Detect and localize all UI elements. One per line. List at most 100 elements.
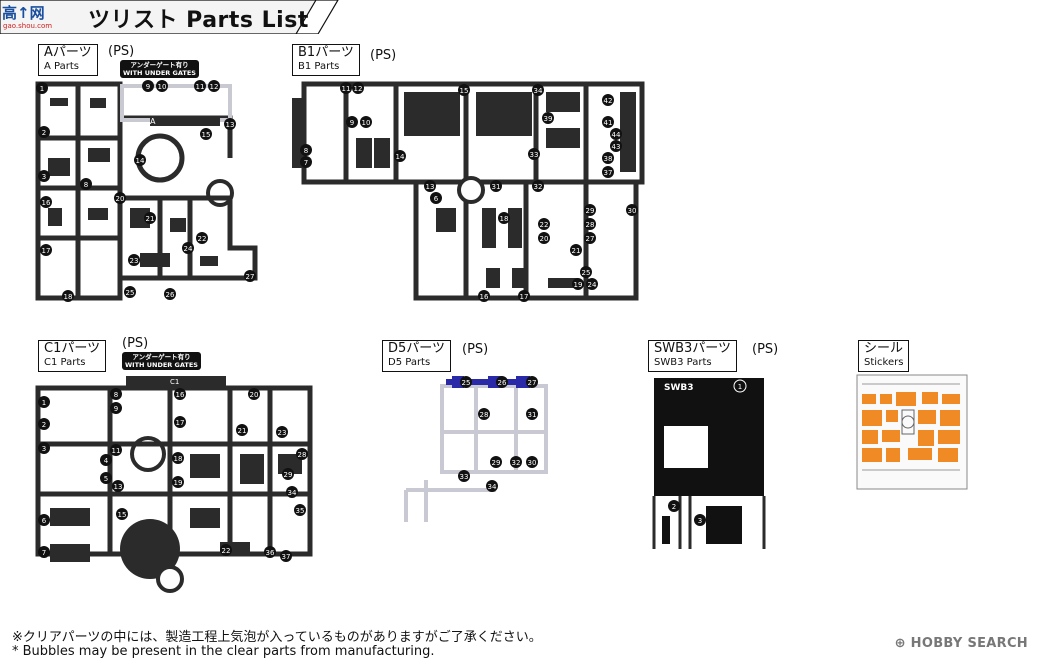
- svg-text:10: 10: [158, 83, 167, 91]
- stickers-en: Stickers: [864, 357, 904, 368]
- svg-text:18: 18: [174, 455, 183, 463]
- sprue-a-gate-ring: [206, 179, 234, 207]
- svg-text:7: 7: [304, 159, 308, 167]
- svg-text:14: 14: [396, 153, 405, 161]
- sprue-swb3-runner-letter: SWB3: [664, 383, 694, 393]
- svg-text:26: 26: [498, 379, 507, 387]
- svg-text:24: 24: [588, 281, 597, 289]
- svg-text:22: 22: [198, 235, 207, 243]
- sprue-b1-material: (PS): [370, 48, 397, 63]
- sprue-d5-material: (PS): [462, 342, 489, 357]
- svg-text:12: 12: [354, 85, 363, 93]
- svg-text:1: 1: [738, 383, 742, 391]
- svg-text:16: 16: [176, 391, 185, 399]
- svg-text:25: 25: [126, 289, 135, 297]
- svg-text:30: 30: [528, 459, 537, 467]
- svg-text:37: 37: [282, 553, 291, 561]
- sprue-swb3-part-3: [706, 506, 742, 544]
- svg-text:20: 20: [540, 235, 549, 243]
- svg-text:39: 39: [544, 115, 553, 123]
- svg-text:41: 41: [604, 119, 613, 127]
- sprue-b1-en: B1 Parts: [298, 61, 340, 72]
- sprue-swb3-en: SWB3 Parts: [654, 357, 712, 368]
- svg-text:27: 27: [246, 273, 255, 281]
- badge-jp: アンダーゲート有り: [130, 61, 189, 69]
- badge-en: WITH UNDER GATES: [123, 69, 196, 77]
- svg-text:26: 26: [166, 291, 175, 299]
- sprue-c1-label: C1パーツ C1 Parts: [38, 340, 107, 372]
- sprue-a-diagram: A 1 2 3 8 9 10 11 12 13 14 15 16 17 18 2…: [35, 80, 258, 302]
- svg-text:18: 18: [500, 215, 509, 223]
- svg-text:32: 32: [534, 183, 543, 191]
- sprue-swb3-diagram: SWB3 1 2 3: [652, 378, 766, 549]
- svg-text:13: 13: [114, 483, 123, 491]
- title-banner-shape: [0, 0, 339, 34]
- sprue-a-runner-letter: A: [150, 117, 156, 126]
- sprue-d5-jp: D5パーツ: [388, 341, 446, 356]
- logo-sub-text: gao.shou.com: [3, 22, 53, 30]
- svg-text:1: 1: [40, 85, 44, 93]
- sprue-c1-parts: [50, 454, 302, 562]
- svg-text:29: 29: [586, 207, 595, 215]
- svg-text:23: 23: [278, 429, 287, 437]
- svg-text:28: 28: [480, 411, 489, 419]
- svg-text:28: 28: [298, 451, 307, 459]
- sprue-b1-label: B1パーツ B1 Parts: [292, 44, 360, 76]
- sprue-b1-number-bubbles: 11 12 9 10 8 7 15 14 13 6 34 39 33 42 41…: [300, 82, 638, 302]
- svg-text:3: 3: [698, 517, 702, 525]
- svg-text:33: 33: [460, 473, 469, 481]
- sprue-swb3-jp: SWB3パーツ: [654, 341, 732, 356]
- svg-text:11: 11: [112, 447, 121, 455]
- sprue-c1-jp: C1パーツ: [44, 341, 101, 356]
- svg-text:34: 34: [488, 483, 497, 491]
- stickers-label: シール Stickers: [858, 340, 910, 372]
- svg-text:27: 27: [528, 379, 537, 387]
- sprue-a-under-gate-badge: アンダーゲート有り WITH UNDER GATES: [120, 60, 199, 78]
- svg-text:6: 6: [42, 517, 47, 525]
- svg-text:6: 6: [434, 195, 439, 203]
- sprue-c1-gate-ring: [156, 565, 184, 593]
- sprue-d5-frame: [404, 384, 548, 522]
- svg-text:13: 13: [426, 183, 435, 191]
- sprue-b1-gate-ring: [457, 176, 485, 204]
- svg-text:2: 2: [42, 421, 46, 429]
- logo-main-text: 高↑网: [2, 4, 45, 22]
- sprue-swb3-window: [664, 426, 708, 468]
- svg-text:18: 18: [64, 293, 73, 301]
- svg-text:33: 33: [530, 151, 539, 159]
- svg-text:19: 19: [574, 281, 583, 289]
- svg-text:22: 22: [540, 221, 549, 229]
- sprue-swb3-part-2: [662, 516, 670, 544]
- sprue-b1-diagram: 11 12 9 10 8 7 15 14 13 6 34 39 33 42 41…: [292, 81, 645, 302]
- title-banner: 高↑网 gao.shou.com ツリスト Parts List: [0, 0, 340, 34]
- svg-text:29: 29: [284, 471, 293, 479]
- svg-text:37: 37: [604, 169, 613, 177]
- svg-text:23: 23: [130, 257, 139, 265]
- svg-text:14: 14: [136, 157, 145, 165]
- svg-text:25: 25: [462, 379, 471, 387]
- svg-text:43: 43: [612, 143, 621, 151]
- sprue-d5-number-bubbles: 25 26 27 28 31 29 30 33 34 32: [458, 376, 538, 492]
- svg-text:8: 8: [304, 147, 308, 155]
- svg-text:5: 5: [104, 475, 108, 483]
- svg-text:29: 29: [492, 459, 501, 467]
- sprue-a-tag: [150, 116, 220, 126]
- sprue-d5-diagram: 25 26 27 28 31 29 30 33 34 32: [404, 376, 548, 522]
- svg-text:35: 35: [296, 507, 305, 515]
- svg-text:16: 16: [42, 199, 51, 207]
- svg-text:31: 31: [492, 183, 501, 191]
- footnote-en: * Bubbles may be present in the clear pa…: [12, 644, 435, 659]
- sprue-a-label: Aパーツ A Parts: [38, 44, 98, 76]
- svg-text:3: 3: [42, 173, 46, 181]
- svg-text:21: 21: [146, 215, 155, 223]
- sprue-c1-frame: [35, 385, 313, 557]
- sprue-a-jp: Aパーツ: [44, 45, 92, 60]
- svg-text:11: 11: [342, 85, 351, 93]
- svg-text:9: 9: [350, 119, 354, 127]
- badge-jp: アンダーゲート有り: [132, 353, 191, 361]
- svg-text:9: 9: [146, 83, 150, 91]
- sprue-c1-material: (PS): [122, 336, 149, 351]
- svg-text:11: 11: [196, 83, 205, 91]
- sprue-d5-label: D5パーツ D5 Parts: [382, 340, 452, 372]
- sticker-shapes: [862, 392, 960, 462]
